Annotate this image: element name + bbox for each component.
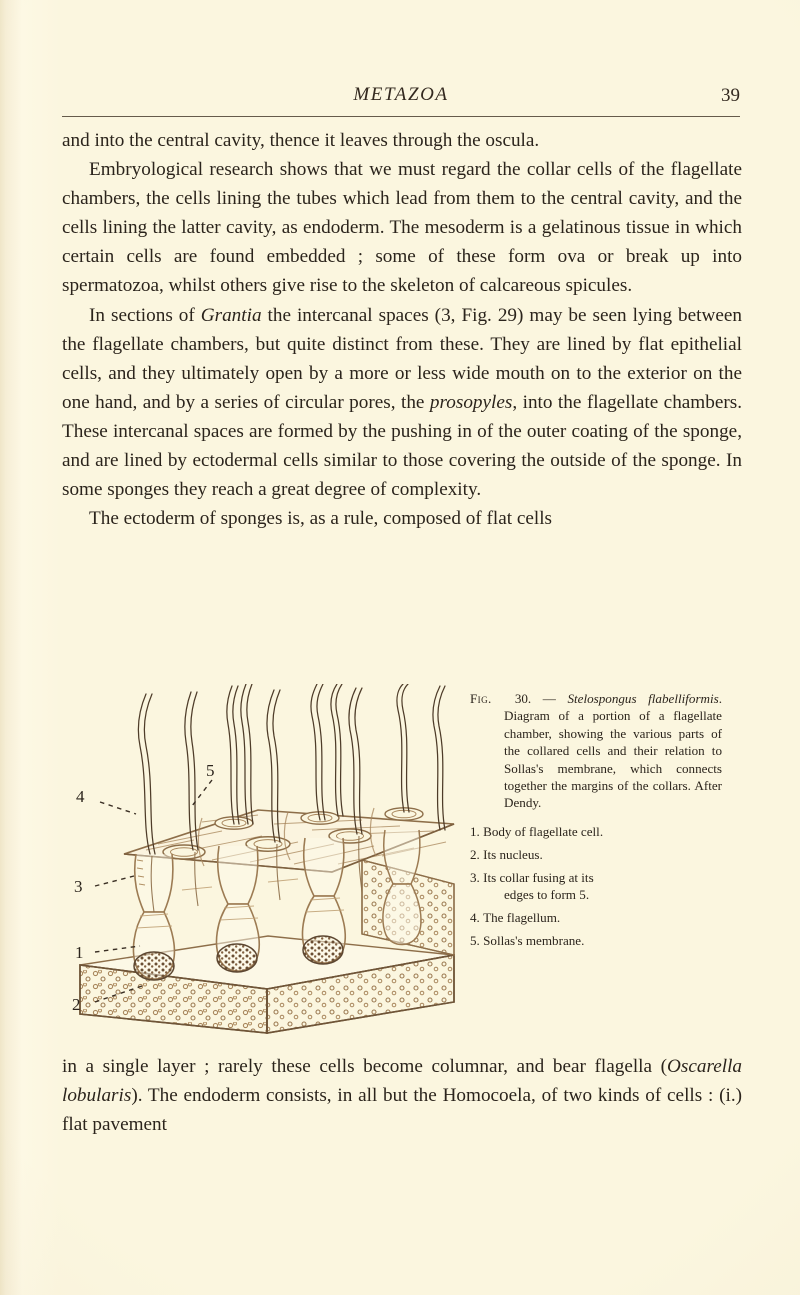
figure-legend-list: 1. Body of flagellate cell. 2. Its nucle… <box>470 823 722 949</box>
body-text-lower: in a single layer ; rarely these cells b… <box>62 1052 742 1139</box>
leader-1 <box>94 945 141 953</box>
paragraph-5: in a single layer ; rarely these cells b… <box>62 1056 742 1136</box>
paragraph-3: In sections of Grantia the intercanal sp… <box>62 304 742 501</box>
leader-4 <box>99 801 137 815</box>
figure-callout-4: 4 <box>76 787 85 806</box>
figure-caption-text: Fig. 30. — Stelospongus flabelliformis. … <box>470 691 723 811</box>
body-text-upper: and into the central cavity, thence it l… <box>62 126 742 533</box>
figure-callout-3: 3 <box>74 877 83 896</box>
figure-callout-1: 1 <box>75 943 84 962</box>
figure-label: Fig. <box>470 691 492 706</box>
legend-item: 1. Body of flagellate cell. <box>470 823 604 839</box>
page-number: 39 <box>721 85 740 106</box>
figure-callout-2: 2 <box>72 995 81 1014</box>
header-rule <box>62 116 740 117</box>
paragraph-2: Embryological research shows that we mus… <box>62 159 742 297</box>
leader-3 <box>94 875 135 887</box>
figure-30: 4 5 3 1 2 Fig. 30. — Stelospongus flabel… <box>62 684 742 1036</box>
term-prosopyles: prosopyles <box>429 391 513 413</box>
species-grantia: Grantia <box>200 304 262 326</box>
figure-caption: Fig. 30. — Stelospongus flabelliformis. … <box>470 690 722 955</box>
legend-item: 5. Sollas's membrane. <box>470 932 585 948</box>
paragraph-1: and into the central cavity, thence it l… <box>62 130 540 151</box>
running-head: METAZOA 39 <box>62 84 740 110</box>
page-title: METAZOA <box>353 84 449 105</box>
figure-callout-5: 5 <box>206 761 215 780</box>
leader-5 <box>191 779 213 807</box>
paragraph-4: The ectoderm of sponges is, as a rule, c… <box>89 508 553 530</box>
species-oscarella: Oscarella lobularis <box>62 1056 742 1107</box>
figure-number: 30. <box>514 691 532 706</box>
figure-species: Stelospongus flabelliformis <box>567 691 719 706</box>
figure-illustration: 4 5 3 1 2 <box>62 684 462 1036</box>
legend-item: 4. The flagellum. <box>470 909 561 925</box>
legend-item: 2. Its nucleus. <box>470 846 543 862</box>
